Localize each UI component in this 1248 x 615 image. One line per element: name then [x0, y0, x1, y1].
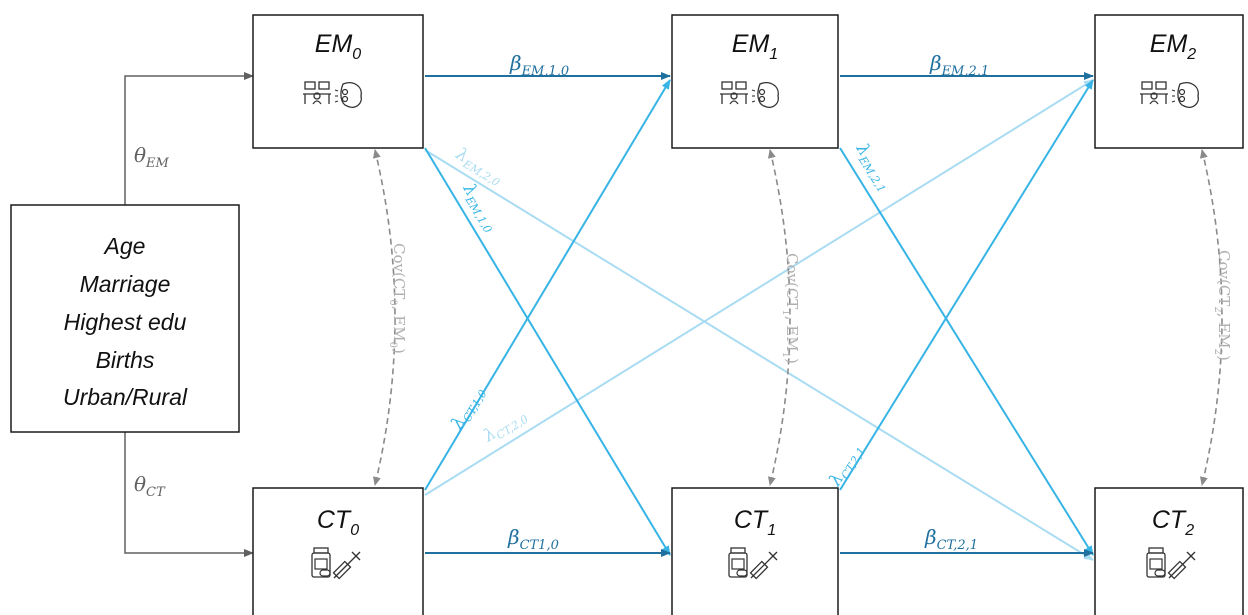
- label-cov-2: Cov(CT2, EM2): [1212, 250, 1233, 361]
- label-cov-1: Cov(CT1, EM1): [780, 253, 801, 364]
- node-ct-1-title: CT1: [734, 506, 776, 539]
- label-cov-0: Cov(CT0, EM0): [387, 243, 408, 354]
- node-ct-2-title: CT2: [1152, 506, 1194, 539]
- covariate-marriage: Marriage: [80, 271, 171, 297]
- path-lambda-ct-2-0: [424, 79, 1094, 496]
- path-lambda-ct-1-0: [424, 79, 671, 491]
- node-em-2: EM2: [1094, 14, 1244, 149]
- node-em-0-title: EM0: [315, 30, 362, 63]
- node-em-2-title: EM2: [1150, 30, 1197, 63]
- covariates-list: Age Marriage Highest edu Births Urban/Ru…: [63, 233, 188, 410]
- covariate-urban-rural: Urban/Rural: [63, 384, 188, 410]
- node-ct-1: CT1: [671, 487, 839, 615]
- node-em-1-title: EM1: [732, 30, 778, 63]
- covariates-box: [10, 204, 240, 433]
- label-beta-ct-2-1: βCT,2,1: [924, 525, 978, 553]
- label-lambda-em-2-1: λEM,2,1: [850, 139, 896, 195]
- label-theta-em: θEM: [134, 143, 170, 171]
- path-lambda-em-1-0: [424, 147, 671, 556]
- path-lambda-em-2-1: [839, 147, 1094, 556]
- label-lambda-ct-2-0: λCT,2,0: [479, 405, 530, 449]
- path-lambda-em-2-0: [424, 149, 1094, 561]
- path-cov-1: [767, 149, 791, 486]
- label-beta-ct-1-0: βCT1,0: [507, 525, 559, 553]
- path-cov-0: [372, 149, 396, 486]
- covariate-age: Age: [103, 233, 146, 259]
- path-lambda-ct-2-1: [839, 79, 1094, 491]
- label-beta-em-1-0: βEM,1,0: [509, 51, 569, 79]
- node-ct-0-title: CT0: [317, 506, 359, 539]
- label-theta-ct: θCT: [134, 472, 166, 500]
- node-em-1: EM1: [671, 14, 839, 149]
- node-em-0: EM0: [252, 14, 424, 149]
- covariate-births: Births: [96, 347, 155, 373]
- label-lambda-ct-2-1: λCT,2,1: [825, 440, 869, 491]
- path-theta-ct: [124, 432, 254, 557]
- node-ct-2: CT2: [1094, 487, 1244, 615]
- path-cov-2: [1199, 149, 1223, 486]
- label-beta-em-2-1: βEM,2,1: [929, 51, 989, 79]
- covariate-highest-edu: Highest edu: [64, 309, 187, 335]
- path-theta-em: [124, 72, 254, 205]
- node-ct-0: CT0: [252, 487, 424, 615]
